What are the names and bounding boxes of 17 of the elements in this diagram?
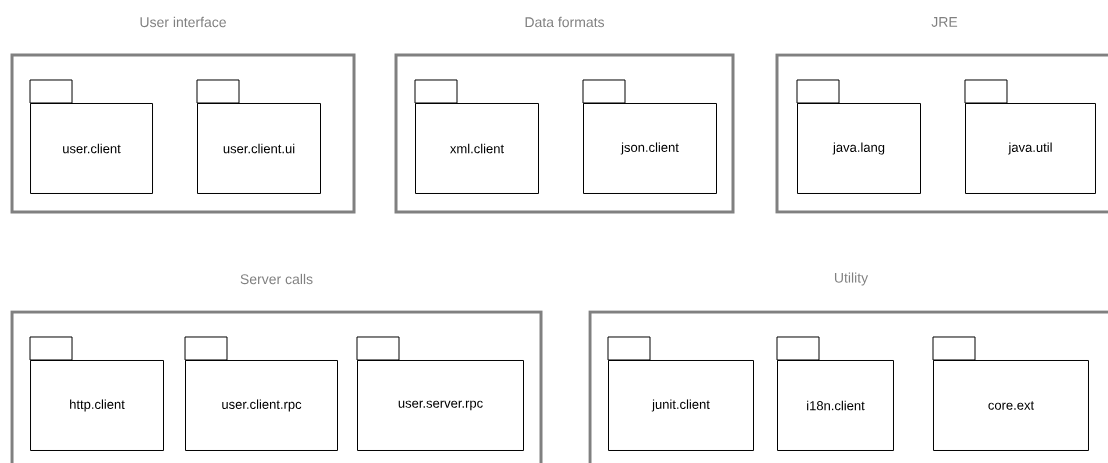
package-box: java.lang [796,79,921,194]
group-title: JRE [931,17,958,27]
group-title: Data formats [525,16,605,28]
package-box: user.client.ui [196,79,321,194]
package-box: xml.client [414,79,539,194]
group-title: Server calls [240,273,313,285]
group-title: Utility [834,272,869,286]
package-box: json.client [582,79,717,194]
package-box: http.client [29,336,164,451]
package-box: i18n.client [776,336,894,451]
package-box: user.server.rpc [356,336,524,451]
group-title: User interface [140,16,226,28]
package-box: user.client [29,79,153,194]
package-box: core.ext [932,336,1089,451]
package-box: java.util [964,79,1096,194]
package-box: user.client.rpc [184,336,338,451]
package-box: junit.client [607,336,754,451]
